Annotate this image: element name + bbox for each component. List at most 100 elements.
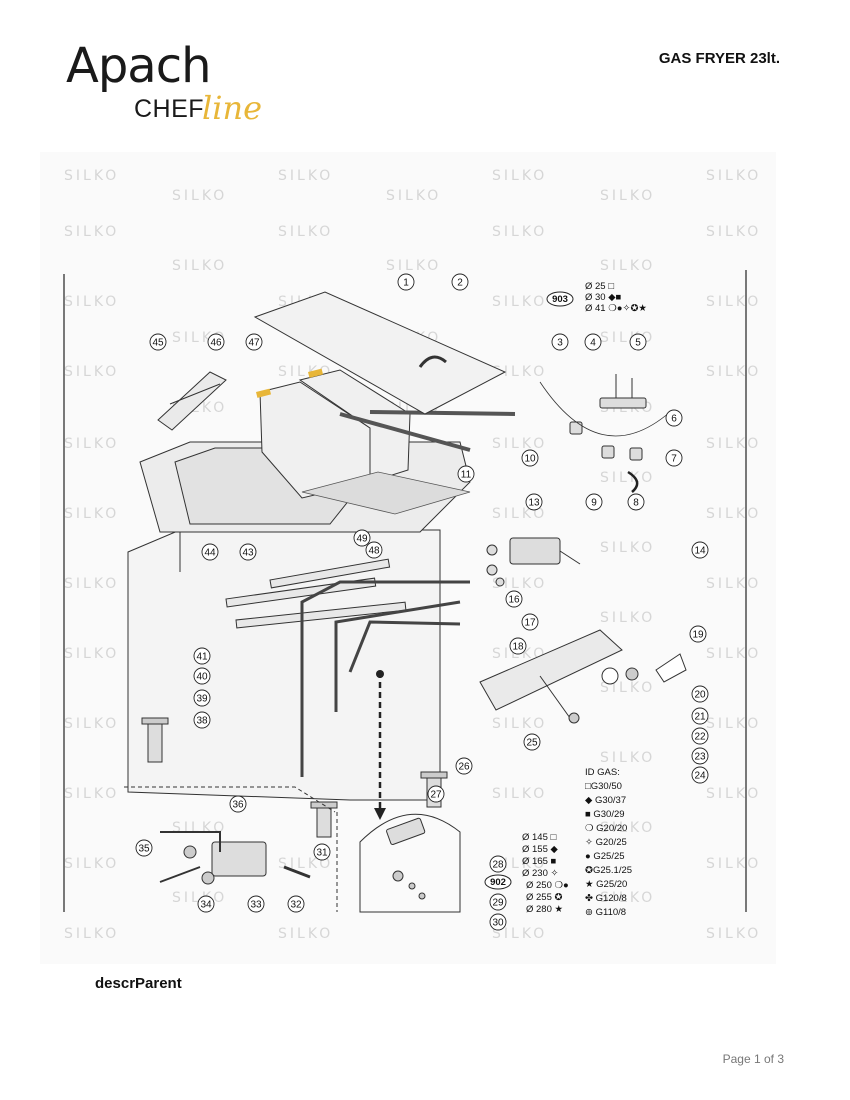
callout-5: 5	[629, 333, 647, 351]
callout-16: 16	[505, 590, 523, 608]
callout-circle	[365, 541, 383, 559]
callout-label: 21	[694, 712, 706, 723]
injector-bottom-line: Ø 255 ✪	[526, 892, 563, 903]
callout-11: 11	[457, 465, 475, 483]
callout-35: 35	[135, 839, 153, 857]
callout-circle	[353, 529, 371, 547]
callout-label: 14	[694, 546, 706, 557]
watermark-text: SILKO	[172, 188, 227, 204]
callout-circle	[525, 493, 543, 511]
callout-label: 31	[316, 848, 328, 859]
watermark-text: SILKO	[492, 364, 547, 380]
callout-label: 25	[526, 738, 538, 749]
watermark-text: SILKO	[492, 576, 547, 592]
callout-label: 41	[196, 652, 208, 663]
watermark-text: SILKO	[172, 258, 227, 274]
callout-circle	[489, 855, 507, 873]
callout-24: 24	[691, 766, 709, 784]
injector-top-line: Ø 30 ◆■	[585, 292, 622, 303]
callout-6: 6	[665, 409, 683, 427]
callout-28: 28	[489, 855, 507, 873]
callout-label: 38	[196, 716, 208, 727]
callout-43: 43	[239, 543, 257, 561]
watermark-text: SILKO	[492, 224, 547, 240]
callout-label: 35	[138, 844, 150, 855]
pilot-assembly	[539, 374, 671, 493]
callout-label: 24	[694, 771, 706, 782]
watermark-text: SILKO	[600, 890, 655, 906]
watermark-text: SILKO	[492, 786, 547, 802]
callout-circle	[207, 333, 225, 351]
callout-circle	[201, 543, 219, 561]
watermark-text: SILKO	[64, 436, 119, 452]
gas-legend-item: ★ G25/20	[585, 879, 627, 890]
watermark-text: SILKO	[600, 820, 655, 836]
watermark-text: SILKO	[706, 786, 761, 802]
callout-label: 10	[524, 454, 536, 465]
watermark-text: SILKO	[706, 716, 761, 732]
watermark-text: SILKO	[64, 786, 119, 802]
callout-49: 49	[353, 529, 371, 547]
watermark-text: SILKO	[278, 926, 333, 942]
watermark-text: SILKO	[492, 294, 547, 310]
callout-label: 3	[557, 338, 563, 349]
callout-3: 3	[551, 333, 569, 351]
callout-label: 5	[635, 338, 641, 349]
callout-13: 13	[525, 493, 543, 511]
fryer-lid	[253, 291, 507, 415]
inset-injector-detail	[359, 813, 461, 913]
callout-17: 17	[521, 613, 539, 631]
callout-18: 18	[509, 637, 527, 655]
callout-label: 13	[528, 498, 540, 509]
watermark-text: SILKO	[600, 610, 655, 626]
callout-20: 20	[691, 685, 709, 703]
callout-21: 21	[691, 707, 709, 725]
callout-label: 23	[694, 752, 706, 763]
callout-circle	[691, 766, 709, 784]
callout-label: 47	[248, 338, 260, 349]
callout-label: 16	[508, 595, 520, 606]
gas-legend-item: ✪G25.1/25	[585, 865, 632, 876]
watermark-text: SILKO	[386, 258, 441, 274]
gas-id-legend: ID GAS: □G30/50 ◆ G30/37 ■ G30/29 ❍ G20/…	[585, 767, 632, 918]
watermark-text: SILKO	[278, 224, 333, 240]
callout-47: 47	[245, 333, 263, 351]
watermark-text: SILKO	[706, 646, 761, 662]
callout-label: 26	[458, 762, 470, 773]
watermark-text: SILKO	[64, 646, 119, 662]
gas-legend-item: ❍ G20/20	[585, 823, 627, 834]
description-parent: descrParent	[95, 975, 182, 992]
callout-label: 17	[524, 618, 536, 629]
callout-label: 49	[356, 534, 368, 545]
callout-label: 4	[590, 338, 596, 349]
callout-2: 2	[451, 273, 469, 291]
callout-7: 7	[665, 449, 683, 467]
watermark-text: SILKO	[600, 188, 655, 204]
callout-circle	[691, 707, 709, 725]
injector-top-line: Ø 41 ❍●✧✪★	[585, 303, 647, 314]
callout-10: 10	[521, 449, 539, 467]
callout-label: 22	[694, 732, 706, 743]
watermark-text: SILKO	[706, 168, 761, 184]
callout-circle	[585, 493, 603, 511]
callout-23: 23	[691, 747, 709, 765]
watermark-text: SILKO	[706, 506, 761, 522]
exploded-parts-diagram: SILKO SILKO SILKO SILKO SILKO SILKO SILKO SILKO…	[63, 168, 761, 942]
watermark-text: SILKO	[492, 436, 547, 452]
callout-circle	[451, 273, 469, 291]
callout-44: 44	[201, 543, 219, 561]
callout-label: 36	[232, 800, 244, 811]
watermark-text: SILKO	[706, 294, 761, 310]
callout-circle	[629, 333, 647, 351]
callout-label: 43	[242, 548, 254, 559]
callout-label: 44	[204, 548, 216, 559]
callout-27: 27	[427, 785, 445, 803]
injector-top-code: 903	[552, 294, 568, 305]
inset-valve-detail	[124, 786, 338, 912]
callout-label: 28	[492, 860, 504, 871]
watermark-text: SILKO	[492, 716, 547, 732]
gas-legend-item: ⊚ G110/8	[585, 907, 626, 918]
callout-33: 33	[247, 895, 265, 913]
injector-bottom-line: Ø 165 ■	[522, 856, 557, 867]
callout-39: 39	[193, 689, 211, 707]
